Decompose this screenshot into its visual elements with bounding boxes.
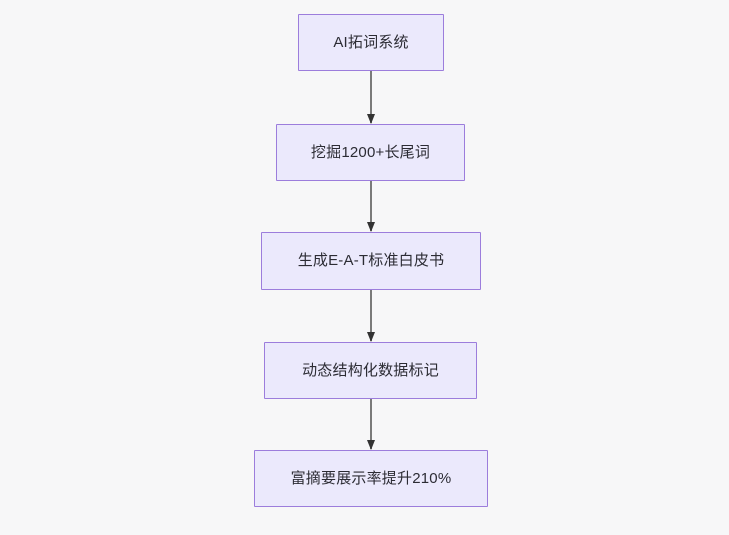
node-label: 富摘要展示率提升210% — [290, 469, 452, 487]
node-label: 生成E-A-T标准白皮书 — [297, 252, 445, 269]
node-n3[interactable]: 生成E-A-T标准白皮书 — [261, 232, 481, 290]
node-n5[interactable]: 富摘要展示率提升210% — [254, 450, 488, 507]
node-label: 动态结构化数据标记 — [302, 361, 439, 379]
node-n2[interactable]: 挖掘1200+长尾词 — [276, 124, 465, 181]
node-n1[interactable]: AI拓词系统 — [298, 14, 444, 71]
node-label: AI拓词系统 — [333, 33, 409, 51]
node-n4[interactable]: 动态结构化数据标记 — [264, 342, 477, 399]
node-label: 挖掘1200+长尾词 — [310, 143, 431, 161]
